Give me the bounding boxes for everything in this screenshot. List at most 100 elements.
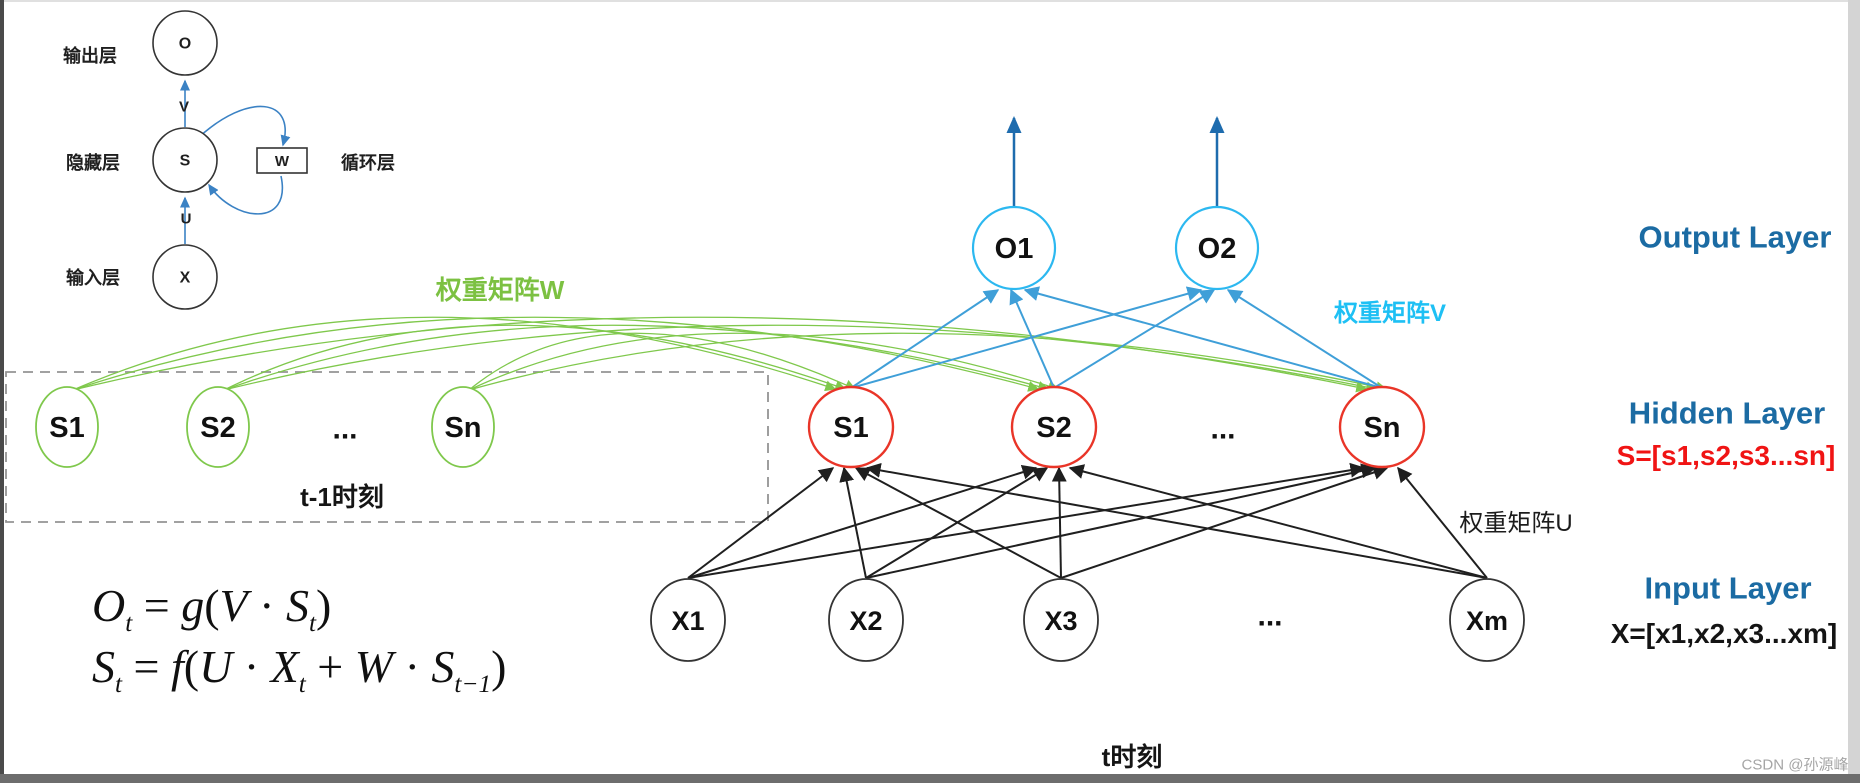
v-weight-edge <box>1053 289 1216 389</box>
window-right-edge <box>1848 0 1860 775</box>
u-weight-edge <box>687 467 835 579</box>
hidden-node-label-S2: S2 <box>1036 412 1071 444</box>
hidden-node-label-Sn: Sn <box>1363 412 1400 444</box>
formula-part: t <box>115 670 123 699</box>
input-node-X1 <box>650 578 726 662</box>
formula-part: · <box>232 641 271 692</box>
u-weight-edge <box>839 466 867 579</box>
formula-part: · <box>247 580 286 631</box>
formula-part: ) <box>491 641 507 692</box>
w-weight-edge <box>223 324 847 391</box>
prev-hidden-node-label-S2: S2 <box>200 412 235 444</box>
edges-group <box>72 79 1488 579</box>
prev-hidden-node-label-S1: S1 <box>49 412 84 444</box>
weight-matrix-u-label: 权重矩阵U <box>1459 510 1573 537</box>
u-weight-edge <box>1060 465 1389 579</box>
formula-part: S <box>92 641 115 692</box>
formula-part: X <box>270 641 299 692</box>
u-weight-edge <box>1068 464 1488 579</box>
mini-hidden-layer-label: 隐藏层 <box>66 153 120 173</box>
mini-w-box <box>256 147 308 174</box>
hidden-state-vector-label: S=[s1,s2,s3...sn] <box>1616 440 1836 471</box>
w-weight-edge <box>72 316 1040 392</box>
v-weight-edge <box>850 289 1000 389</box>
hidden-node-Sn <box>1338 385 1426 469</box>
prev-hidden-ellipsis: ... <box>332 413 357 446</box>
mini-recurrent-edge-back <box>208 175 284 215</box>
u-weight-edge <box>1397 466 1488 579</box>
hidden-state-formula: St = f(U · Xt + W · St−1) <box>92 641 507 697</box>
formula-part: · <box>393 641 432 692</box>
hidden-node-label-S1: S1 <box>833 412 868 444</box>
window-top-edge <box>0 0 1860 2</box>
input-layer-annotation: Input Layer <box>1644 570 1812 606</box>
w-weight-edge <box>468 332 1388 393</box>
u-weight-edge <box>1051 466 1067 579</box>
mini-input-layer-label: 输入层 <box>66 268 120 288</box>
output-node-O1 <box>971 205 1057 291</box>
mini-node-o <box>152 10 218 76</box>
formula-part: g <box>181 580 205 631</box>
w-weight-edge <box>468 332 857 391</box>
mini-node-label-s: S <box>180 153 191 170</box>
formula-part: f <box>170 641 184 692</box>
v-weight-edge <box>1226 289 1383 389</box>
v-weight-edge <box>1009 288 1055 389</box>
output-layer-annotation: Output Layer <box>1638 219 1832 255</box>
input-node-Xm <box>1449 578 1525 662</box>
mini-node-label-x: X <box>180 270 191 287</box>
output-node-label-O2: O2 <box>1198 233 1237 265</box>
mini-recurrent-edge-out <box>197 105 291 147</box>
weight-matrix-w-label: 权重矩阵W <box>435 275 565 305</box>
t-minus-1-frame <box>5 371 769 523</box>
formula-part: U <box>199 641 233 692</box>
mini-node-x <box>152 244 218 310</box>
mini-recurrent-layer-label: 循环层 <box>341 153 395 173</box>
hidden-node-S1 <box>807 385 895 469</box>
w-weight-edge <box>468 332 1060 392</box>
u-weight-edge <box>854 467 1062 579</box>
prev-hidden-node-label-Sn: Sn <box>444 412 481 444</box>
formula-part: t−1 <box>454 670 492 699</box>
u-weight-edge <box>865 463 1377 579</box>
input-vector-label: X=[x1,x2,x3...xm] <box>1610 618 1838 649</box>
v-weight-edge <box>850 286 1203 389</box>
formula-part: ( <box>183 641 200 692</box>
formula-part: t <box>125 609 133 638</box>
output-node-O2 <box>1174 205 1260 291</box>
formula-part: + <box>305 641 355 692</box>
w-weight-edge <box>223 324 1050 392</box>
hidden-layer-annotation: Hidden Layer <box>1628 395 1826 431</box>
mini-output-layer-label: 输出层 <box>63 46 117 66</box>
hidden-ellipsis: ... <box>1210 413 1235 446</box>
formula-part: = <box>122 641 171 692</box>
window-left-edge <box>0 0 4 775</box>
formula-part: V <box>219 580 248 631</box>
formula-part: ) <box>316 580 332 631</box>
formula-part: = <box>132 580 182 631</box>
mini-node-s <box>152 127 218 193</box>
u-weight-edge <box>687 462 1366 579</box>
input-node-label-X2: X2 <box>849 606 882 636</box>
formula-part: S <box>285 580 309 631</box>
formula-part: O <box>92 580 126 631</box>
mini-node-label-o: O <box>179 36 191 53</box>
hidden-node-S2 <box>1010 385 1098 469</box>
prev-hidden-node-S1 <box>35 386 99 468</box>
prev-hidden-node-S2 <box>186 386 250 468</box>
prev-hidden-node-Sn <box>431 386 495 468</box>
v-weight-edge <box>1023 286 1383 389</box>
w-weight-edge <box>72 316 837 392</box>
output-node-label-O1: O1 <box>995 233 1034 265</box>
input-node-X3 <box>1023 578 1099 662</box>
input-ellipsis: ... <box>1257 600 1282 633</box>
output-formula: Ot = g(V · St) <box>92 580 332 636</box>
formula-part: S <box>431 641 455 692</box>
watermark: CSDN @孙源峰 <box>1741 756 1849 774</box>
input-node-label-X3: X3 <box>1044 606 1077 636</box>
formula-part: ( <box>204 580 220 631</box>
mini-w-box-label: W <box>275 153 290 170</box>
